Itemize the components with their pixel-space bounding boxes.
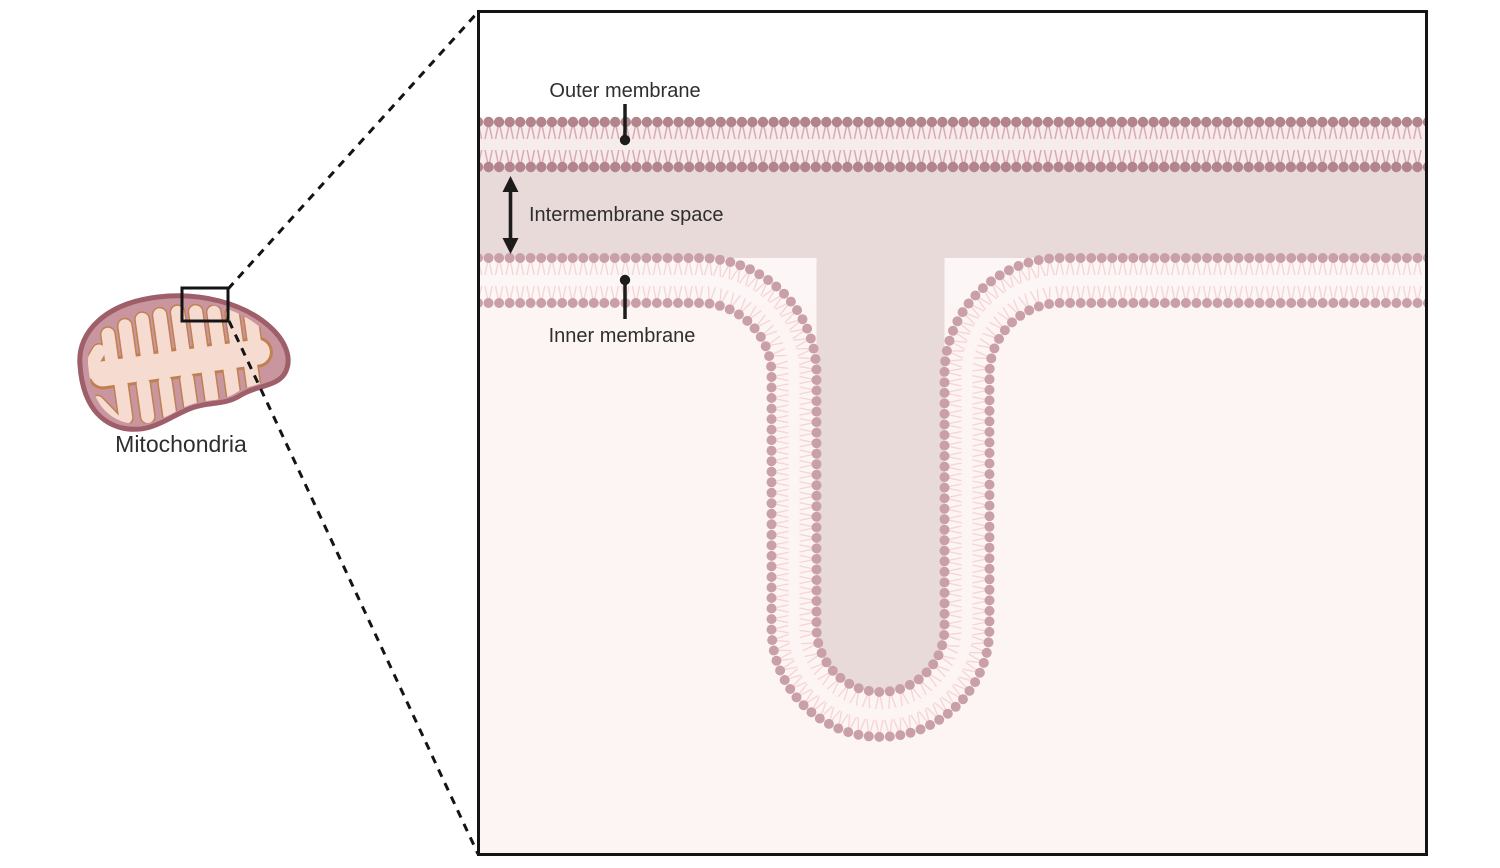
outer-membrane-pointer-icon bbox=[619, 104, 631, 146]
intermembrane-space-arrow-icon bbox=[502, 176, 519, 254]
lipid-bilayers bbox=[478, 116, 1428, 742]
detail-box bbox=[478, 11, 1428, 855]
intermembrane-space-label: Intermembrane space bbox=[529, 204, 724, 226]
crista-cavity bbox=[816, 257, 945, 692]
intermembrane-space-region bbox=[478, 167, 1428, 258]
inner-membrane-pointer-icon bbox=[619, 274, 631, 319]
mitochondria-label: Mitochondria bbox=[115, 431, 247, 457]
outer-membrane-label: Outer membrane bbox=[549, 80, 700, 102]
annotations: Outer membrane Intermembrane space Inner… bbox=[502, 80, 724, 347]
zoom-region-box bbox=[180, 286, 230, 323]
zoom-guide-line-top bbox=[226, 10, 480, 291]
inner-membrane-band bbox=[478, 258, 1428, 303]
detail-box-border bbox=[477, 10, 1428, 856]
outer-membrane-band bbox=[478, 121, 1428, 168]
mitochondria-illustration: Mitochondria bbox=[77, 10, 480, 855]
inner-membrane-label: Inner membrane bbox=[549, 325, 696, 347]
